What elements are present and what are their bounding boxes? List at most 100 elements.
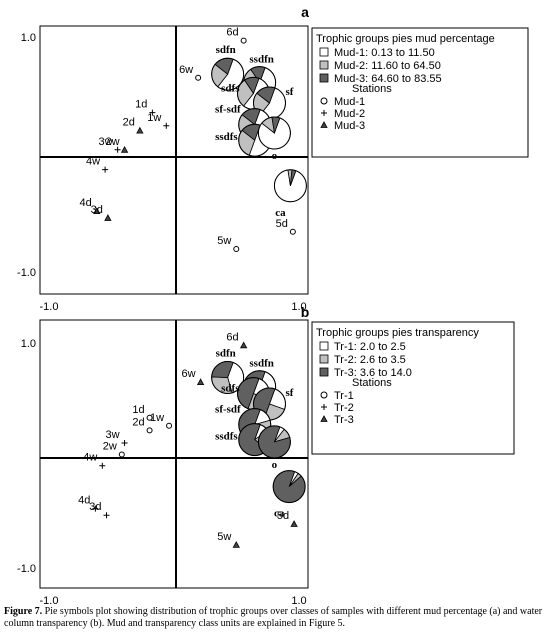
legend-station-symbol-plus [321,404,327,410]
station-label-2d: 2d [123,117,135,129]
legend-stations-title: Stations [352,83,392,95]
legend-station-symbol-circle [320,97,328,105]
station-marker-2w [118,451,125,458]
station-marker-6d [239,341,248,349]
pie-label-ca: ca [275,207,286,219]
pie-outline [272,470,306,504]
legend-station-symbol-circle [320,391,328,399]
station-marker-6w [195,74,202,81]
panel-letter: b [301,304,310,320]
station-marker-3d [104,214,112,221]
station-marker-4d [93,207,101,214]
pie-outline [211,57,245,91]
pie-label-sdfn: sdfn [216,348,236,360]
pie-label-ssdfn: ssdfn [249,54,273,66]
station-marker-3d [103,512,110,519]
station-marker-2w [120,145,129,153]
pie-outline [211,361,245,394]
station-marker-6w [196,378,205,385]
pie-outline [257,116,291,150]
y-tick-label-top: 1.0 [21,338,36,350]
pie-sdfn [211,57,245,91]
panel-letter: a [301,4,309,20]
legend-class-label: Tr-1: 2.0 to 2.5 [334,341,406,353]
legend-station-label: Tr-2 [334,402,354,414]
pie-label-sf: sf [285,86,293,98]
legend-box [311,27,529,158]
legend-station-label: Mud-2 [334,108,365,120]
station-marker-4w [102,166,109,173]
caption-label: Figure 7. [4,606,43,617]
plot-frame [39,25,309,295]
legend: Trophic groups pies mud percentageMud-1:… [311,27,529,158]
legend-swatch-mid [319,354,329,364]
pie-label-ssdfn: ssdfn [249,358,273,370]
station-marker-4w [99,462,106,469]
legend-stations-title: Stations [352,377,392,389]
station-label-1w: 1w [150,412,164,424]
station-label-6d: 6d [226,27,238,39]
pie-label-ssdfs: ssdfs [215,131,238,143]
pie-ca [272,470,306,504]
legend-station-label: Mud-1 [334,96,365,108]
y-tick-label-top: 1.0 [21,32,36,44]
station-marker-3w [121,440,128,447]
station-marker-3w [114,146,121,153]
legend-station-symbol-triangle [320,121,328,128]
station-label-4w: 4w [83,452,97,464]
figure-caption: Figure 7. Pie symbols plot showing distr… [4,606,550,630]
station-label-4d: 4d [80,197,92,209]
caption-text: Pie symbols plot showing distribution of… [4,606,543,629]
pie-label-sf: sf [285,387,293,399]
station-label-5d: 5d [277,510,289,522]
station-label-6w: 6w [179,64,193,76]
station-label-5w: 5w [217,235,231,247]
station-marker-5w [232,541,240,548]
station-label-2d: 2d [132,416,144,428]
legend-class-label: Tr-2: 2.6 to 3.5 [334,354,406,366]
legend-station-label: Tr-1 [334,390,354,402]
legend-swatch-light [319,47,329,57]
station-label-6d: 6d [226,331,238,343]
pie-label-sdfn: sdfn [216,44,236,56]
pie-o [257,425,291,459]
legend-station-symbol-plus [321,110,327,116]
station-label-2w: 2w [103,441,117,453]
legend-station-label: Mud-3 [334,120,365,132]
station-label-3w: 3w [106,429,120,441]
pie-label-ca: ca [274,508,285,520]
station-marker-1d [146,414,153,421]
pie-label-sf-sdf: sf-sdf [215,404,241,416]
legend-class-label: Mud-3: 64.60 to 83.55 [334,73,442,85]
station-marker-2d [136,126,144,134]
station-marker-5w [233,246,240,252]
legend-class-label: Mud-1: 0.13 to 11.50 [334,47,435,59]
y-tick-label-bottom: -1.0 [17,267,36,279]
station-marker-5d [290,520,298,527]
pie-label-o: o [272,459,278,471]
legend-swatch-dark [319,367,329,377]
pie-label-sdfs: sdfs [221,82,240,94]
x-tick-label-right: 1.0 [291,301,306,313]
station-label-4w: 4w [86,156,100,168]
x-tick-label-right: 1.0 [291,595,306,606]
station-marker-4d [92,505,99,512]
station-label-1d: 1d [135,99,147,111]
station-marker-6d [240,37,247,44]
station-label-6w: 6w [182,368,196,380]
station-marker-1w [163,122,170,129]
station-label-2w: 2w [106,136,120,148]
legend-class-label: Mud-2: 11.60 to 64.50 [334,60,441,72]
legend-title: Trophic groups pies transparency [316,327,479,339]
legend-station-label: Tr-3 [334,414,354,426]
station-label-4d: 4d [78,495,90,507]
legend-station-symbol-triangle [320,415,328,422]
station-label-5w: 5w [217,531,231,543]
legend-swatch-dark [319,73,329,83]
pie-label-sf-sdf: sf-sdf [215,104,241,116]
x-tick-label-left: -1.0 [40,595,59,606]
station-label-1d: 1d [132,404,144,416]
